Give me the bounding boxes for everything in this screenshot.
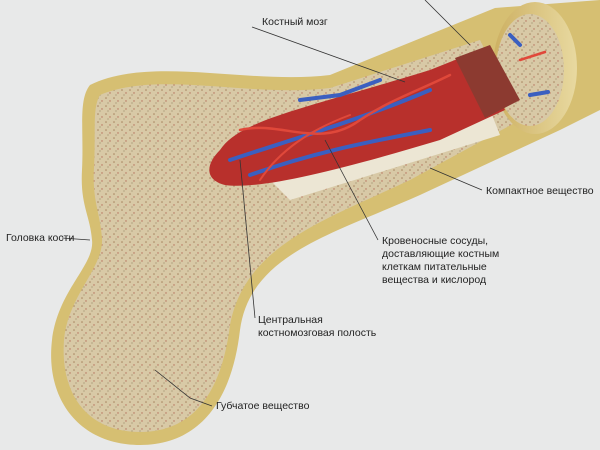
label-line: костномозговая полость xyxy=(258,327,377,339)
label-compact-substance: Компактное вещество xyxy=(486,185,594,197)
label-central-cavity: Центральная костномозговая полость xyxy=(258,314,376,340)
label-bone-marrow: Костный мозг xyxy=(262,16,328,28)
label-line: вещества и кислород xyxy=(382,274,487,286)
label-line: Кровеносные сосуды, xyxy=(382,235,489,247)
label-blood-vessels: Кровеносные сосуды, доставляющие костным… xyxy=(382,235,499,287)
label-line: клеткам питательные xyxy=(382,261,487,273)
label-spongy-substance: Губчатое вещество xyxy=(216,400,310,412)
leader-lines xyxy=(61,0,483,407)
label-bone-head: Головка кости xyxy=(6,232,75,244)
blood-vessels xyxy=(228,33,550,181)
label-line: доставляющие костным xyxy=(382,248,500,260)
label-line: Центральная xyxy=(258,314,323,326)
